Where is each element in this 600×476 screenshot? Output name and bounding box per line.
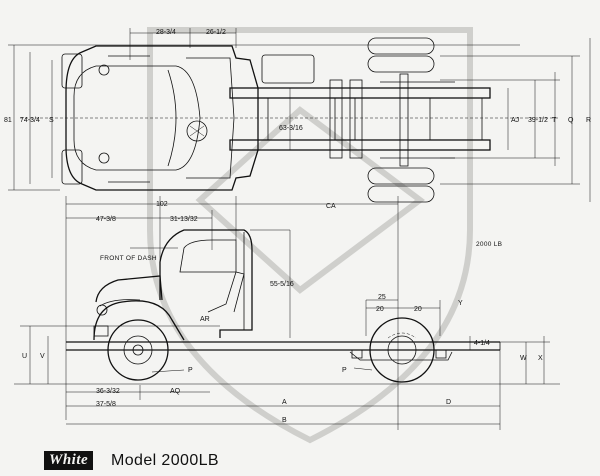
- label-front-of-dash: FRONT OF DASH: [100, 255, 157, 262]
- dim-d: D: [446, 399, 451, 406]
- dim-4-1-4: 4-1/4: [474, 340, 490, 347]
- model-title: Model 2000LB: [111, 452, 219, 469]
- dim-20-a: 20: [376, 306, 384, 313]
- dim-s: S: [49, 117, 54, 124]
- dim-ca: CA: [326, 203, 336, 210]
- dim-w: W: [520, 355, 527, 362]
- watermark-shield: [147, 27, 473, 444]
- dim-v: V: [40, 353, 45, 360]
- dim-a: A: [282, 399, 287, 406]
- dim-31-13-32: 31-13/32: [170, 216, 198, 223]
- dim-p-front: P: [188, 367, 193, 374]
- dim-55-5-16: 55-5/16: [270, 281, 294, 288]
- dim-20-b: 20: [414, 306, 422, 313]
- top-view-dimension-labels: 28-3/4 26-1/2 81 74-3/4 S 63-3/16 AJ 39-…: [4, 29, 591, 132]
- dim-26-1-2: 26-1/2: [206, 29, 226, 36]
- top-view-dimensions: [8, 28, 591, 202]
- dim-28-3-4: 28-3/4: [156, 29, 176, 36]
- dim-u: U: [22, 353, 27, 360]
- dim-aj: AJ: [511, 117, 519, 124]
- dim-25: 25: [378, 294, 386, 301]
- dim-b: B: [282, 417, 287, 424]
- dim-47-3-8: 47-3/8: [96, 216, 116, 223]
- dim-81: 81: [4, 117, 12, 124]
- label-series: 2000 LB: [476, 241, 502, 248]
- side-view-dimensions: [20, 196, 550, 430]
- side-view-dimension-labels: 102 CA 47-3/8 31-13/32 FRONT OF DASH 55-…: [22, 201, 543, 424]
- dim-74-3-4: 74-3/4: [20, 117, 40, 124]
- dim-y: Y: [458, 300, 463, 307]
- dim-63-3-16: 63-3/16: [279, 125, 303, 132]
- dim-37-5-8: 37-5/8: [96, 401, 116, 408]
- dim-r: R: [586, 117, 591, 124]
- dim-102: 102: [156, 201, 168, 208]
- dim-36-3-32: 36-3/32: [96, 388, 120, 395]
- side-view: [14, 229, 560, 385]
- dim-ar: AR: [200, 316, 210, 323]
- dim-p-rear: P: [342, 367, 347, 374]
- dim-t: T: [552, 117, 557, 124]
- brand-logo: White: [44, 451, 94, 470]
- dim-aq: AQ: [170, 388, 181, 395]
- dim-x: X: [538, 355, 543, 362]
- dim-q: Q: [568, 117, 574, 124]
- dim-39-1-2: 39-1/2: [528, 117, 548, 124]
